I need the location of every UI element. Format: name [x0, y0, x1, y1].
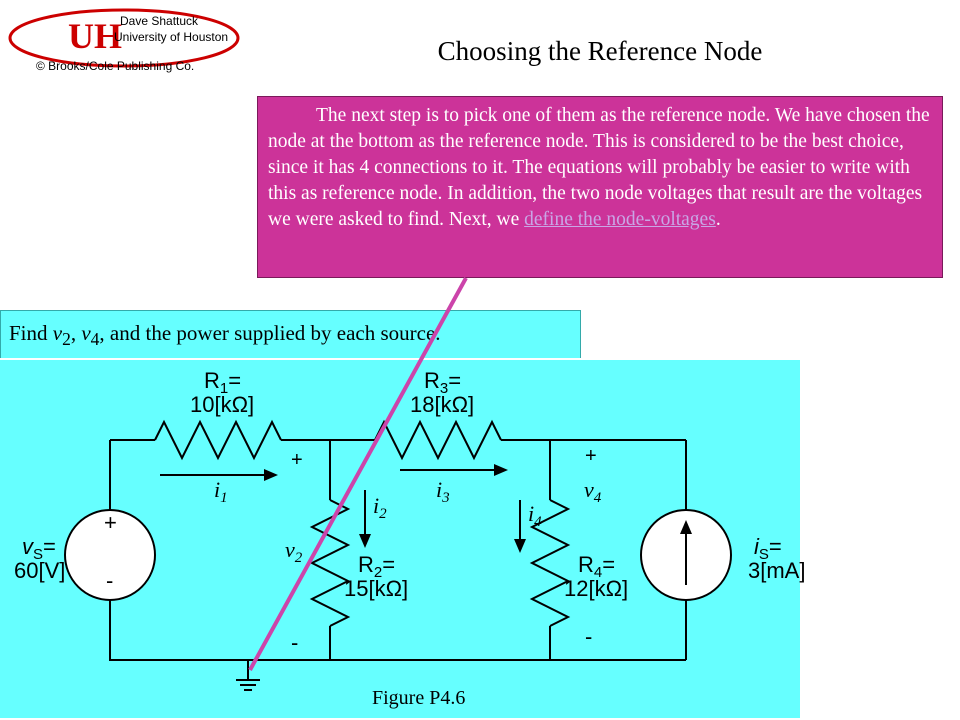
explanation-callout: The next step is to pick one of them as …	[257, 96, 943, 278]
v4-label: v4	[584, 477, 602, 506]
problem-comma: ,	[70, 321, 82, 345]
r2-value: 15[kΩ]	[344, 576, 408, 601]
wire-bottom	[109, 600, 686, 661]
callout-trailing: .	[715, 209, 721, 230]
i3-label: i3	[436, 477, 450, 506]
is-value: 3[mA]	[748, 558, 805, 583]
r1-label: R1=	[204, 368, 241, 397]
logo-line-1: Dave Shattuck	[120, 14, 199, 28]
callout-text: The next step is to pick one of them as …	[268, 105, 930, 230]
r4-label: R4=	[578, 552, 615, 581]
logo-letters: UH	[68, 16, 122, 56]
r4-value: 12[kΩ]	[564, 576, 628, 601]
v2-plus: +	[291, 449, 303, 471]
logo-ellipse: UH	[8, 8, 240, 68]
figure-caption: Figure P4.6	[372, 687, 465, 709]
logo-line-2: University of Houston	[114, 30, 229, 44]
resistor-r2	[309, 499, 351, 627]
vs-minus: -	[106, 568, 113, 593]
v2-minus: -	[291, 630, 298, 655]
problem-v2-symbol: v	[52, 321, 63, 345]
problem-v2-sub: 2	[62, 329, 71, 350]
uh-logo: UH Dave Shattuck University of Houston ©…	[6, 4, 242, 76]
is-label: iS=	[754, 534, 782, 563]
vs-value: 60[V]	[14, 558, 65, 583]
i4-arrow-head	[514, 539, 526, 553]
i2-arrow-head	[359, 534, 371, 548]
resistor-r4	[529, 499, 571, 627]
slide-title: Choosing the Reference Node	[437, 36, 763, 66]
voltage-source-icon	[64, 509, 156, 601]
define-node-voltages-link[interactable]: define the node-voltages	[524, 209, 716, 230]
i4-label: i4	[528, 501, 542, 530]
r3-value: 18[kΩ]	[410, 392, 474, 417]
problem-find: Find	[9, 321, 53, 345]
vs-label: vS=	[22, 534, 56, 563]
i1-arrow-head	[264, 469, 278, 481]
v4-minus: -	[585, 624, 592, 649]
i2-label: i2	[373, 493, 387, 522]
problem-v4-symbol: v	[81, 321, 91, 345]
vs-plus: +	[104, 510, 117, 535]
i3-arrow-head	[494, 464, 508, 476]
v2-label: v2	[285, 537, 303, 566]
i1-label: i1	[214, 477, 228, 506]
v4-plus: +	[585, 445, 597, 467]
current-source-arrow-head	[680, 520, 692, 534]
logo-line-3: © Brooks/Cole Publishing Co.	[36, 59, 195, 73]
r1-value: 10[kΩ]	[190, 392, 254, 417]
resistor-r3	[374, 419, 502, 461]
problem-v4-sub: 4	[90, 329, 100, 350]
ground-icon	[236, 679, 260, 691]
resistor-r1	[154, 419, 282, 461]
